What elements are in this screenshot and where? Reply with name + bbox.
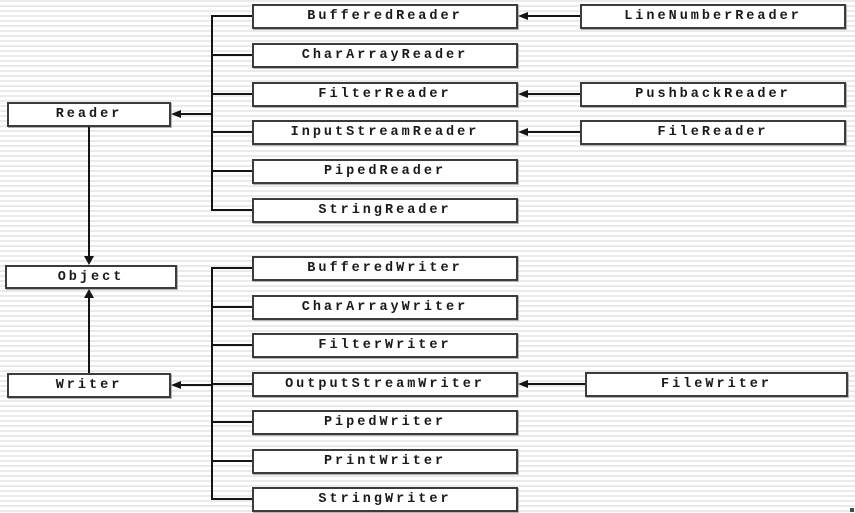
edge-branch-buffered-reader — [211, 15, 252, 17]
edge-branch-buffered-writer — [211, 267, 252, 269]
edge-file-reader-to-input-stream-reader — [524, 131, 580, 133]
node-output-stream-writer-label: OutputStreamWriter — [285, 377, 485, 392]
edge-trunk-to-reader — [179, 113, 213, 115]
edge-writer-to-object — [88, 296, 90, 373]
node-char-array-reader: CharArrayReader — [252, 43, 518, 68]
node-line-number-reader: LineNumberReader — [580, 4, 846, 29]
edge-branch-char-array-writer — [211, 306, 252, 308]
node-output-stream-writer: OutputStreamWriter — [252, 372, 518, 397]
node-print-writer: PrintWriter — [252, 449, 518, 474]
node-file-writer-label: FileWriter — [660, 377, 772, 392]
arrowhead-into-buffered-reader — [518, 12, 528, 20]
node-char-array-writer: CharArrayWriter — [252, 295, 518, 320]
edge-branch-string-writer — [211, 498, 252, 500]
node-string-reader: StringReader — [252, 198, 518, 223]
node-piped-writer: PipedWriter — [252, 410, 518, 435]
node-piped-reader: PipedReader — [252, 159, 518, 184]
node-piped-writer-label: PipedWriter — [323, 415, 447, 430]
node-string-writer-label: StringWriter — [318, 492, 452, 507]
node-char-array-reader-label: CharArrayReader — [301, 48, 469, 63]
edge-branch-string-reader — [211, 209, 252, 211]
node-input-stream-reader: InputStreamReader — [252, 120, 518, 145]
edge-branch-input-stream-reader — [211, 131, 252, 133]
arrowhead-into-filter-reader — [518, 90, 528, 98]
node-reader: Reader — [7, 102, 171, 127]
node-file-reader-label: FileReader — [657, 125, 769, 140]
node-writer: Writer — [7, 373, 171, 398]
edge-branch-output-stream-writer — [211, 383, 252, 385]
node-print-writer-label: PrintWriter — [323, 454, 447, 469]
edge-branch-print-writer — [211, 460, 252, 462]
node-pushback-reader: PushbackReader — [580, 82, 846, 107]
node-filter-writer-label: FilterWriter — [318, 338, 452, 353]
node-file-writer: FileWriter — [585, 372, 848, 397]
node-filter-reader: FilterReader — [252, 82, 518, 107]
node-object: Object — [5, 265, 177, 289]
edge-trunk-to-writer — [179, 384, 213, 386]
edge-branch-filter-writer — [211, 344, 252, 346]
corner-artifact-mark — [850, 508, 854, 512]
node-reader-label: Reader — [55, 107, 123, 122]
node-string-reader-label: StringReader — [318, 203, 452, 218]
edge-branch-filter-reader — [211, 93, 252, 95]
edge-file-writer-to-output-stream-writer — [524, 383, 585, 385]
node-filter-reader-label: FilterReader — [318, 87, 452, 102]
node-piped-reader-label: PipedReader — [323, 164, 447, 179]
node-object-label: Object — [57, 269, 125, 285]
node-string-writer: StringWriter — [252, 487, 518, 512]
node-file-reader: FileReader — [580, 120, 846, 145]
node-input-stream-reader-label: InputStreamReader — [290, 125, 480, 140]
edge-pushback-reader-to-filter-reader — [524, 93, 580, 95]
node-buffered-reader-label: BufferedReader — [307, 9, 463, 24]
node-line-number-reader-label: LineNumberReader — [624, 9, 802, 24]
edge-branch-piped-writer — [211, 421, 252, 423]
arrowhead-into-input-stream-reader — [518, 128, 528, 136]
arrowhead-into-object-top — [84, 256, 94, 265]
arrowhead-into-object-bottom — [84, 289, 94, 298]
edge-line-number-reader-to-buffered-reader — [524, 15, 580, 17]
arrowhead-into-reader — [171, 110, 181, 118]
edge-reader-to-object — [88, 127, 90, 258]
node-buffered-writer: BufferedWriter — [252, 256, 518, 281]
node-writer-label: Writer — [55, 378, 123, 393]
node-char-array-writer-label: CharArrayWriter — [301, 300, 469, 315]
node-buffered-writer-label: BufferedWriter — [307, 261, 463, 276]
node-filter-writer: FilterWriter — [252, 333, 518, 358]
node-pushback-reader-label: PushbackReader — [635, 87, 791, 102]
arrowhead-into-output-stream-writer — [518, 380, 528, 388]
node-buffered-reader: BufferedReader — [252, 4, 518, 29]
arrowhead-into-writer — [171, 381, 181, 389]
edge-branch-piped-reader — [211, 170, 252, 172]
edge-branch-char-array-reader — [211, 54, 252, 56]
